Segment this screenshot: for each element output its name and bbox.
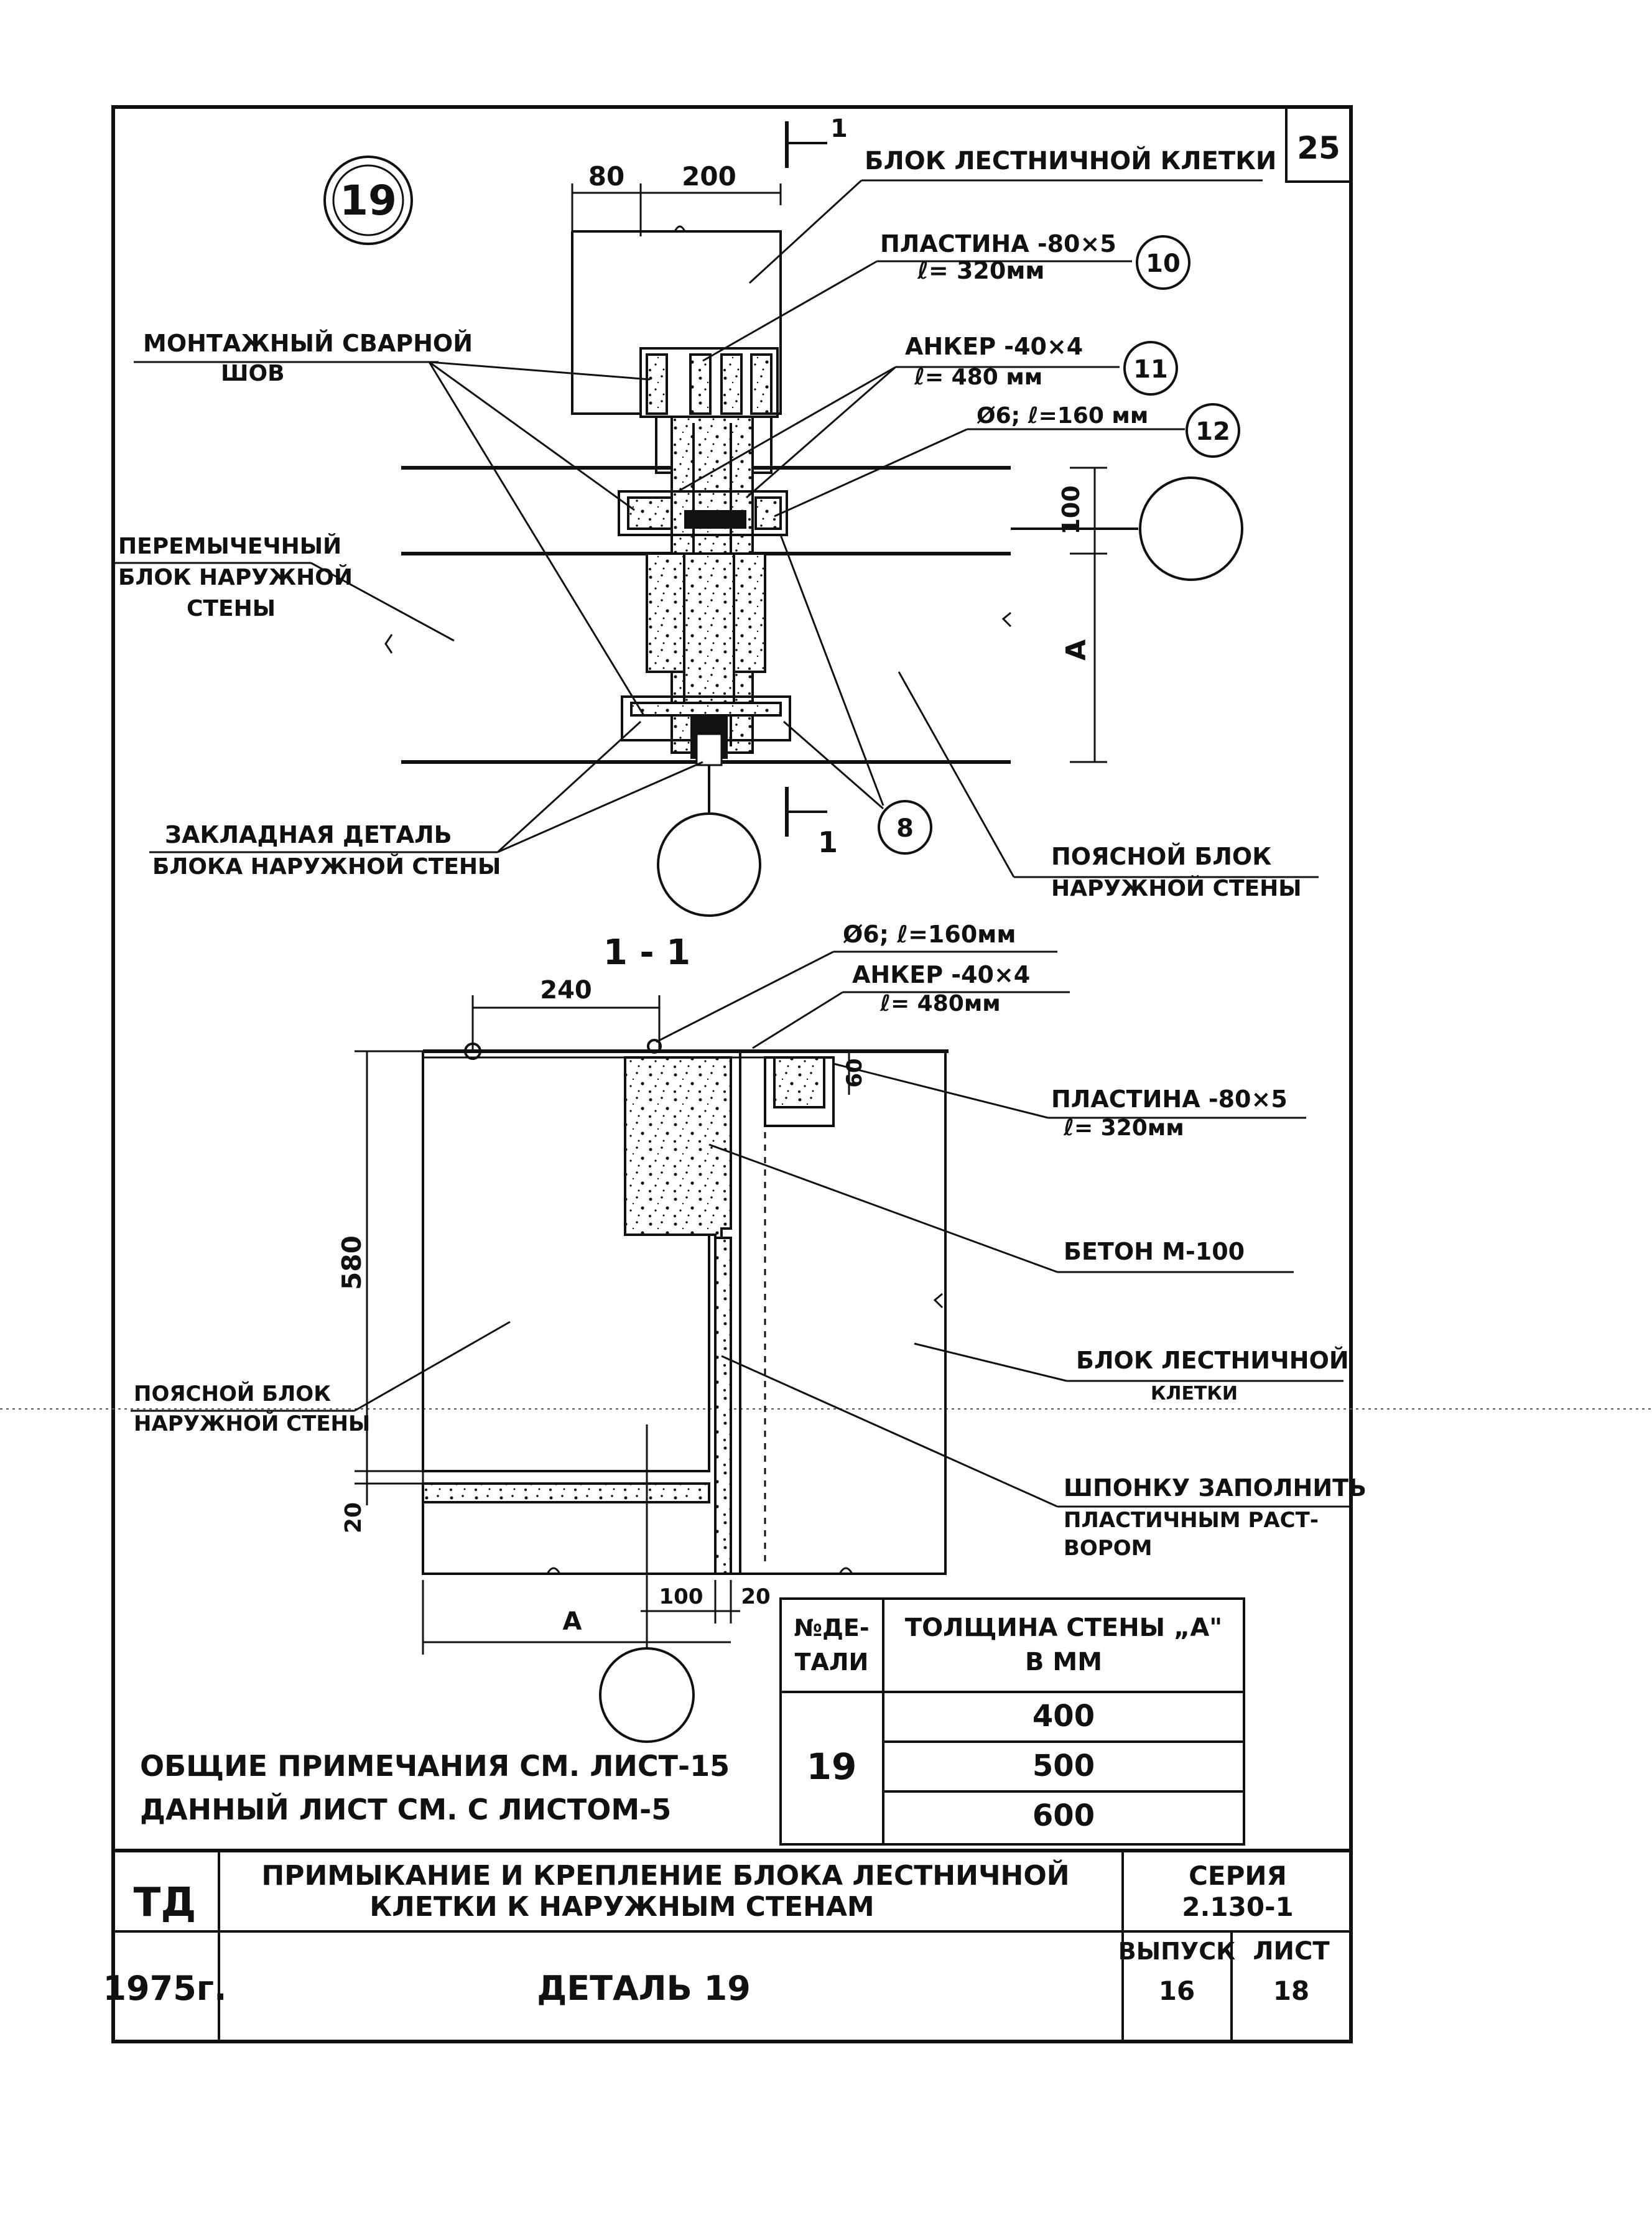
section-axis-bubble: [599, 1647, 695, 1743]
title-year: 1975г.: [103, 1969, 226, 2008]
detail-marker-number: 19: [340, 177, 397, 225]
plan-label-embed-2: БЛОКА НАРУЖНОЙ СТЕНЫ: [152, 853, 501, 880]
title-issue-label: ВЫПУСК: [1118, 1938, 1235, 1965]
plan-axis-bubble-right: [1139, 476, 1243, 581]
plan-dim-100: 100: [1057, 485, 1085, 534]
sheet-number-box: 25: [1285, 106, 1352, 183]
plan-label-embed-1: ЗАКЛАДНАЯ ДЕТАЛЬ: [165, 821, 452, 848]
section-label-plate-2: ℓ= 320мм: [1063, 1115, 1184, 1141]
title-sheet-value: 18: [1273, 1976, 1309, 2006]
callout-8: [878, 800, 932, 855]
section-label-plate-1: ПЛАСТИНА -80×5: [1051, 1085, 1288, 1113]
plan-label-weld-2: ШОВ: [221, 361, 285, 386]
section-label-anchor-1: АНКЕР -40×4: [852, 961, 1030, 988]
plan-label-stair-block: БЛОК ЛЕСТНИЧНОЙ КЛЕТКИ: [865, 146, 1276, 175]
section-dim-580: 580: [336, 1235, 367, 1290]
plan-label-belt-1: ПОЯСНОЙ БЛОК: [1051, 843, 1271, 870]
plan-label-belt-2: НАРУЖНОЙ СТЕНЫ: [1051, 875, 1302, 901]
callout-11: [1123, 341, 1178, 396]
section-dim-60: 60: [842, 1058, 867, 1087]
plan-label-plate-1: ПЛАСТИНА -80×5: [880, 230, 1116, 258]
svg-text:11: 11: [1133, 355, 1168, 384]
plan-axis-bubble-bottom: [657, 812, 761, 917]
section-dim-240: 240: [540, 976, 592, 1005]
section-label-key-1: ШПОНКУ ЗАПОЛНИТЬ: [1064, 1474, 1367, 1502]
section-dim-20b: 20: [741, 1584, 770, 1609]
section-dim-A: A: [563, 1607, 582, 1636]
section-label-concrete: БЕТОН М-100: [1064, 1238, 1245, 1265]
section-view: 1 - 1 240 60: [131, 921, 1367, 1743]
plan-label-weld-1: МОНТАЖНЫЙ СВАРНОЙ: [143, 330, 473, 357]
section-label-key-3: ВОРОМ: [1064, 1536, 1152, 1561]
title-sheet-label: ЛИСТ: [1253, 1937, 1330, 1966]
title-issue-value: 16: [1159, 1976, 1195, 2006]
section-dim-20: 20: [341, 1502, 366, 1533]
section-dim-100: 100: [659, 1584, 703, 1609]
plan-label-anchor-2: ℓ= 480 мм: [914, 365, 1042, 390]
plan-dim-80: 80: [588, 161, 624, 192]
section-label-rod: Ø6; ℓ=160мм: [843, 921, 1016, 948]
section-mark-top-number: 1: [830, 114, 848, 143]
callout-12: [1186, 403, 1240, 458]
general-notes: ОБЩИЕ ПРИМЕЧАНИЯ СМ. ЛИСТ-15 ДАННЫЙ ЛИСТ…: [140, 1749, 730, 1826]
plan-dim-A: A: [1060, 639, 1092, 661]
svg-text:8: 8: [896, 814, 914, 843]
section-label-anchor-2: ℓ= 480мм: [879, 991, 1001, 1016]
table-header-col2-1: ТОЛЩИНА СТЕНЫ „А": [905, 1614, 1222, 1642]
plan-view: 1 1 80 200 100 A БЛОК ЛЕСТНИЧНОЙ КЛЕТКИ …: [115, 114, 1319, 917]
table-value-2: 500: [1032, 1749, 1095, 1783]
title-line-1: ПРИМЫКАНИЕ И КРЕПЛЕНИЕ БЛОКА ЛЕСТНИЧНОЙ: [261, 1859, 1069, 1892]
callout-10: [1136, 235, 1190, 290]
table-value-1: 400: [1032, 1699, 1095, 1734]
svg-text:12: 12: [1195, 417, 1230, 446]
plan-dim-200: 200: [682, 161, 736, 192]
section-mark-bottom-number: 1: [818, 825, 838, 859]
section-label-stair-2: КЛЕТКИ: [1151, 1383, 1238, 1405]
title-series-label: СЕРИЯ: [1189, 1861, 1287, 1891]
section-label-belt-2: НАРУЖНОЙ СТЕНЫ: [134, 1411, 370, 1436]
section-label-stair-1: БЛОК ЛЕСТНИЧНОЙ: [1076, 1347, 1349, 1374]
table-header-col1-2: ТАЛИ: [795, 1648, 869, 1676]
thickness-table: №ДЕ- ТАЛИ ТОЛЩИНА СТЕНЫ „А" В ММ 19 400 …: [779, 1597, 1245, 1846]
title-block: ТД 1975г. ПРИМЫКАНИЕ И КРЕПЛЕНИЕ БЛОКА Л…: [103, 1849, 1351, 2042]
svg-text:10: 10: [1146, 249, 1181, 278]
sheet-number: 25: [1297, 130, 1340, 166]
table-detail-number: 19: [807, 1745, 857, 1788]
note-line-1: ОБЩИЕ ПРИМЕЧАНИЯ СМ. ЛИСТ-15: [140, 1749, 730, 1783]
section-title: 1 - 1: [603, 932, 690, 973]
table-value-3: 600: [1032, 1798, 1095, 1833]
table-header-col2-2: В ММ: [1025, 1648, 1102, 1676]
note-line-2: ДАННЫЙ ЛИСТ СМ. С ЛИСТОМ-5: [140, 1793, 671, 1826]
section-label-belt-1: ПОЯСНОЙ БЛОК: [134, 1381, 331, 1406]
plan-label-lintel-2: БЛОК НАРУЖНОЙ: [118, 564, 353, 590]
title-series-value: 2.130-1: [1182, 1892, 1294, 1922]
title-line-2: КЛЕТКИ К НАРУЖНЫМ СТЕНАМ: [369, 1891, 874, 1923]
title-org: ТД: [134, 1880, 197, 1926]
plan-label-lintel-3: СТЕНЫ: [187, 596, 276, 621]
plan-label-anchor-1: АНКЕР -40×4: [905, 333, 1083, 360]
plan-label-rod: Ø6; ℓ=160 мм: [977, 403, 1148, 429]
title-detail: ДЕТАЛЬ 19: [537, 1969, 751, 2008]
table-header-col1-1: №ДЕ-: [794, 1614, 869, 1642]
detail-marker: 19: [323, 156, 413, 245]
section-label-key-2: ПЛАСТИЧНЫМ РАСТ-: [1064, 1508, 1319, 1533]
plan-label-lintel-1: ПЕРЕМЫЧЕЧНЫЙ: [118, 533, 341, 559]
sheet-frame: [0, 105, 1652, 2043]
